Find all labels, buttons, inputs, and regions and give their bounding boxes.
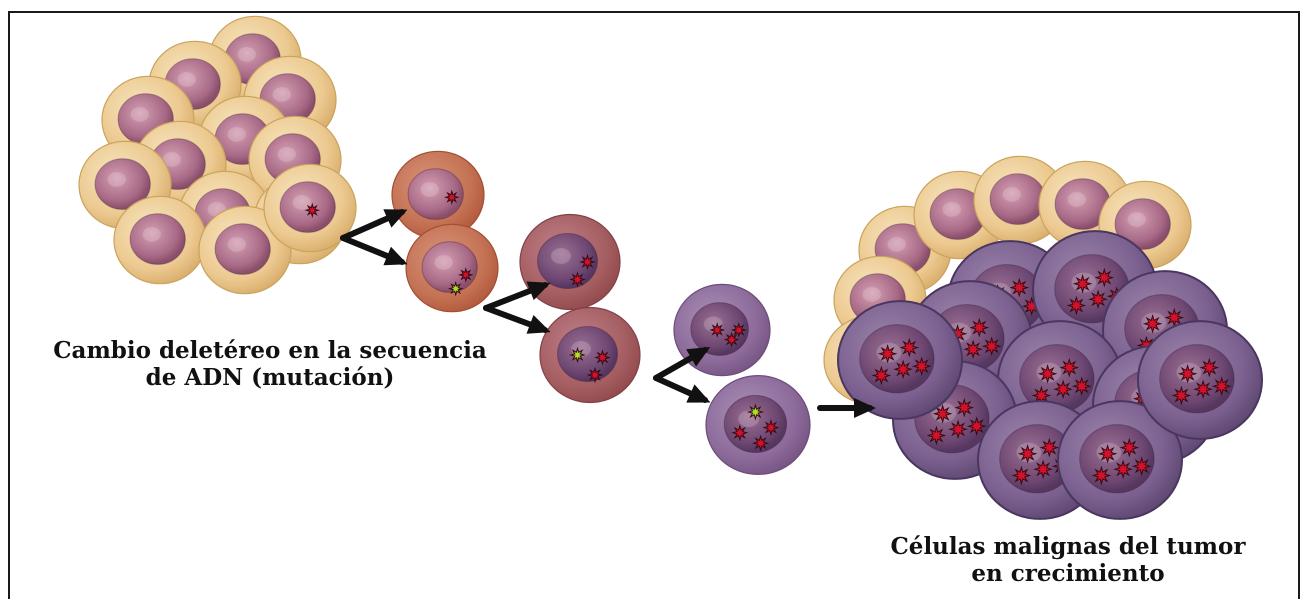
red-starburst-icon [1041, 440, 1057, 456]
green-starburst-icon [749, 405, 763, 419]
red-starburst-icon [1145, 316, 1161, 332]
nucleolus [863, 287, 881, 302]
red-starburst-icon [1093, 467, 1109, 483]
nucleolus [293, 195, 311, 210]
nucleolus [108, 172, 126, 187]
red-starburst-icon [733, 324, 745, 336]
red-starburst-icon [1040, 366, 1056, 382]
arrow-head [527, 315, 551, 334]
tumor-caption: Células malignas del tumor en crecimient… [848, 533, 1288, 587]
red-starburst-icon [1020, 446, 1036, 462]
nucleolus [1068, 192, 1086, 207]
red-starburst-icon [873, 367, 889, 383]
nucleolus [228, 237, 246, 252]
black-arrow-icon [656, 378, 710, 403]
red-starburst-icon [880, 346, 896, 362]
red-starburst-icon [1096, 270, 1112, 286]
nucleolus [1003, 187, 1021, 202]
red-starburst-icon [725, 333, 737, 345]
nucleolus [421, 182, 439, 197]
tumor-cell [1138, 321, 1262, 439]
red-starburst-icon [711, 324, 723, 336]
green-starburst-icon [450, 283, 462, 295]
red-starburst-icon [581, 256, 594, 269]
red-starburst-icon [1090, 291, 1106, 307]
nucleolus [1128, 212, 1146, 227]
red-starburst-icon [956, 400, 972, 416]
nucleolus [228, 127, 246, 142]
normal-cell [114, 196, 206, 283]
red-starburst-icon [764, 421, 778, 435]
red-starburst-icon [754, 436, 768, 450]
red-starburst-icon [969, 418, 985, 434]
red-starburst-icon [1055, 381, 1071, 397]
red-starburst-icon [1068, 297, 1084, 313]
black-arrow-icon [343, 238, 408, 265]
mutation-caption-line-2: de ADN (mutación) [25, 364, 515, 391]
red-starburst-icon [1074, 378, 1090, 394]
red-starburst-icon [928, 427, 944, 443]
red-starburst-icon [1195, 381, 1211, 397]
red-starburst-icon [460, 269, 472, 281]
nucleolus [551, 248, 571, 264]
red-starburst-icon [1134, 458, 1150, 474]
nucleolus [178, 72, 196, 87]
red-starburst-icon [1115, 461, 1131, 477]
red-starburst-icon [733, 426, 747, 440]
red-starburst-icon [589, 369, 602, 382]
nucleolus [238, 47, 256, 62]
red-starburst-icon [1121, 440, 1137, 456]
red-starburst-icon [914, 358, 930, 374]
red-starburst-icon [1180, 366, 1196, 382]
stage-1-cell [392, 151, 484, 238]
black-arrow-icon [486, 308, 551, 334]
red-starburst-icon [1201, 360, 1217, 376]
red-starburst-icon [1214, 378, 1230, 394]
red-starburst-icon [965, 341, 981, 357]
green-starburst-icon [571, 349, 584, 362]
mutation-caption-line-1: Cambio deletéreo en la secuencia [25, 337, 515, 364]
red-starburst-icon [1173, 387, 1189, 403]
mutation-caption: Cambio deletéreo en la secuencia de ADN … [25, 337, 515, 391]
nucleolus [435, 255, 453, 270]
red-starburst-icon [984, 338, 1000, 354]
red-starburst-icon [901, 340, 917, 356]
nucleolus [131, 107, 149, 122]
red-starburst-icon [950, 421, 966, 437]
tumor-caption-line-1: Células malignas del tumor [848, 533, 1288, 560]
stage-1-cell [406, 224, 498, 311]
red-starburst-icon [306, 204, 318, 216]
nucleolus [143, 227, 161, 242]
stage-2-cell [540, 308, 640, 403]
red-starburst-icon [596, 351, 609, 364]
nucleolus [273, 87, 291, 102]
red-starburst-icon [446, 191, 458, 203]
nucleolus [278, 147, 296, 162]
tumor-caption-line-2: en crecimiento [848, 560, 1288, 587]
nucleolus [888, 237, 906, 252]
red-starburst-icon [1100, 446, 1116, 462]
red-starburst-icon [895, 361, 911, 377]
red-starburst-icon [1075, 276, 1091, 292]
red-starburst-icon [571, 273, 584, 286]
cells-layer [79, 16, 1262, 519]
red-starburst-icon [1013, 467, 1029, 483]
red-starburst-icon [971, 320, 987, 336]
red-starburst-icon [1035, 461, 1051, 477]
stage-3-cell [706, 376, 810, 475]
red-starburst-icon [1061, 360, 1077, 376]
red-starburst-icon [1011, 280, 1027, 296]
nucleolus [943, 202, 961, 217]
